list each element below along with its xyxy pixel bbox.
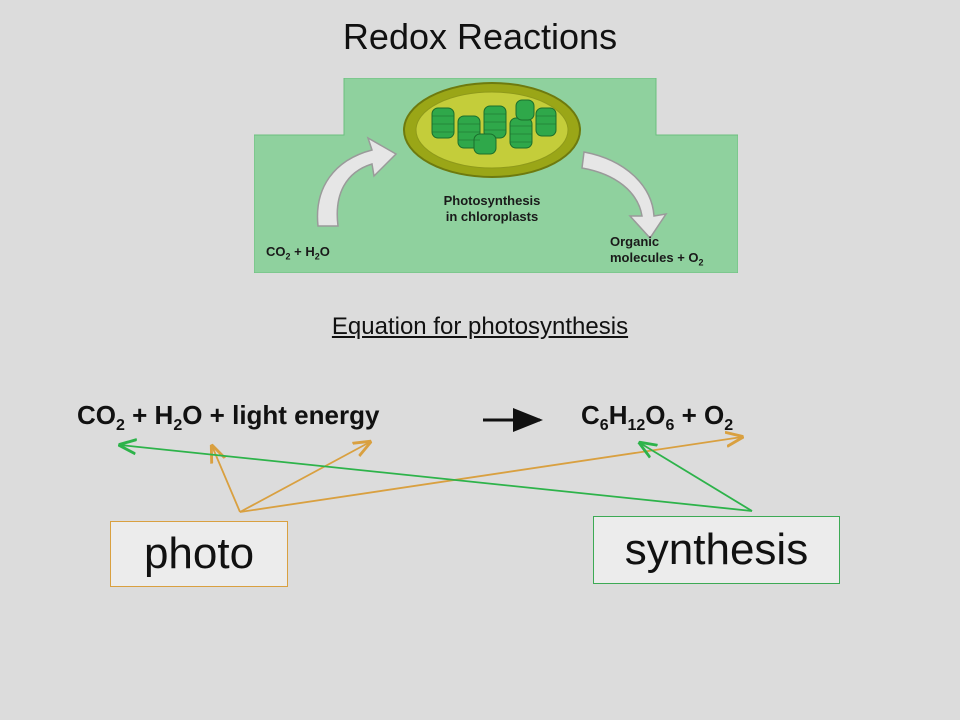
equation-heading: Equation for photosynthesis (331, 313, 629, 340)
synthesis-arrows (120, 443, 753, 512)
synthesis-box: synthesis (593, 516, 840, 584)
slide-title: Redox Reactions (342, 16, 618, 57)
figure-left-label: CO2 + H2O (266, 244, 330, 262)
photo-box: photo (110, 521, 288, 587)
right-curved-arrow (581, 151, 668, 240)
chloroplast-diagram (253, 77, 739, 274)
left-curved-arrow (316, 136, 398, 227)
photo-arrows (212, 437, 742, 513)
figure-right-label: Organic molecules + O2 (610, 234, 704, 268)
chloroplast-figure: Photosynthesis in chloroplasts CO2 + H2O… (253, 77, 739, 274)
equation-products: C6H12O6 + O2 (581, 400, 734, 434)
figure-center-label: Photosynthesis in chloroplasts (443, 193, 541, 224)
equation-reactants: CO2 + H2O + light energy (77, 400, 380, 434)
